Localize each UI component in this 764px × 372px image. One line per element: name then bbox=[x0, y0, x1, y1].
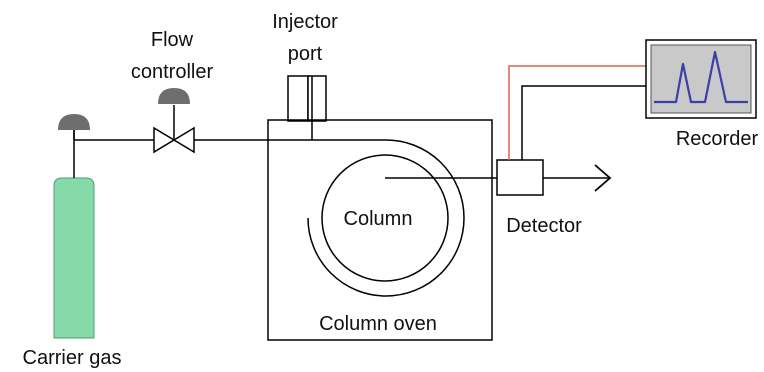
label-column-oven: Column oven bbox=[319, 313, 437, 335]
regulator-cap-icon bbox=[58, 114, 90, 130]
column-coil bbox=[307, 139, 497, 297]
flow-controller-valve bbox=[153, 88, 195, 154]
label-flow-line1: Flow bbox=[151, 29, 194, 51]
column-oven-box bbox=[267, 119, 493, 341]
recorder-trace bbox=[654, 50, 748, 104]
label-carrier-gas: Carrier gas bbox=[23, 347, 122, 369]
carrier-gas-cylinder bbox=[53, 177, 95, 339]
column-outer-path bbox=[307, 139, 465, 297]
detector-box bbox=[496, 159, 544, 196]
label-detector: Detector bbox=[506, 215, 582, 237]
signal-wire-black bbox=[521, 85, 646, 160]
label-injector-line1: Injector bbox=[272, 11, 338, 33]
injector-port bbox=[287, 75, 327, 140]
signal-wire-red bbox=[508, 65, 646, 160]
flow-controller-cap-icon bbox=[158, 88, 190, 104]
label-flow-line2: controller bbox=[131, 61, 214, 83]
injector-port-left bbox=[287, 75, 309, 122]
cylinder-regulator bbox=[58, 114, 90, 178]
column-inner-ring bbox=[321, 154, 449, 282]
label-injector-line2: port bbox=[288, 43, 323, 65]
injector-port-right bbox=[307, 75, 327, 122]
label-recorder: Recorder bbox=[676, 128, 759, 150]
recorder bbox=[645, 39, 757, 119]
signal-wires bbox=[508, 65, 646, 160]
exhaust-arrow-icon bbox=[543, 164, 612, 192]
label-column: Column bbox=[344, 208, 413, 230]
cylinder-body bbox=[53, 177, 95, 339]
